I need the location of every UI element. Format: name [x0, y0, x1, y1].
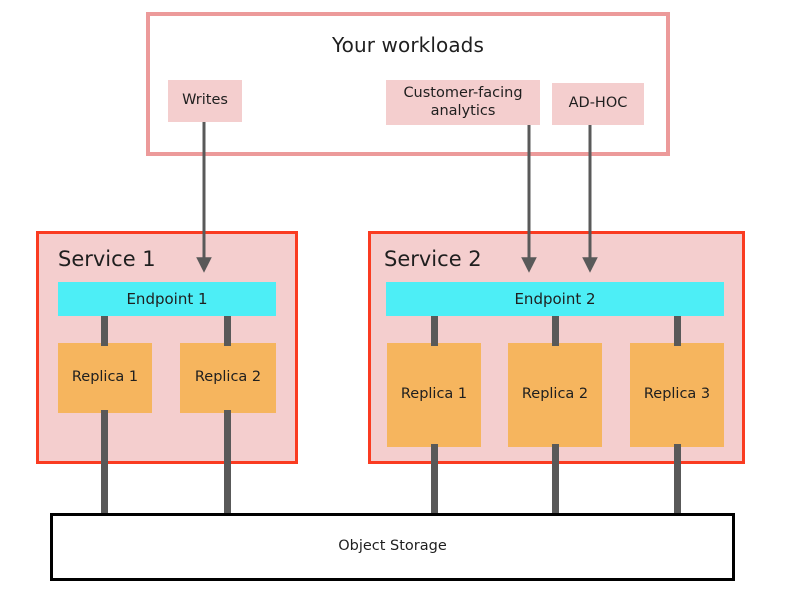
connector-endpoint1-to-s1-replica2: [224, 316, 231, 346]
workload-chip-customer-facing-analytics[interactable]: Customer-facing analytics: [386, 80, 540, 125]
service-1-replica-1[interactable]: Replica 1: [58, 343, 152, 413]
connector-s2-replica3-to-storage: [674, 444, 681, 516]
object-storage-box[interactable]: Object Storage: [50, 513, 735, 581]
connector-endpoint2-to-s2-replica2: [552, 316, 559, 346]
connector-endpoint2-to-s2-replica1: [431, 316, 438, 346]
service-2-replica-2[interactable]: Replica 2: [508, 343, 602, 447]
connector-s2-replica1-to-storage: [431, 444, 438, 516]
connector-s1-replica2-to-storage: [224, 410, 231, 516]
endpoint-2[interactable]: Endpoint 2: [386, 282, 724, 316]
endpoint-1[interactable]: Endpoint 1: [58, 282, 276, 316]
connector-endpoint1-to-s1-replica1: [101, 316, 108, 346]
connector-s2-replica2-to-storage: [552, 444, 559, 516]
workloads-title: Your workloads: [331, 32, 484, 57]
service-1-replica-2[interactable]: Replica 2: [180, 343, 276, 413]
workload-chip-ad-hoc[interactable]: AD-HOC: [552, 83, 644, 125]
service-2-replica-3[interactable]: Replica 3: [630, 343, 724, 447]
connector-s1-replica1-to-storage: [101, 410, 108, 516]
service-2-label: Service 2: [384, 247, 482, 271]
connector-endpoint2-to-s2-replica3: [674, 316, 681, 346]
workload-chip-writes[interactable]: Writes: [168, 80, 242, 122]
service-2-replica-1[interactable]: Replica 1: [387, 343, 481, 447]
service-1-label: Service 1: [58, 247, 156, 271]
